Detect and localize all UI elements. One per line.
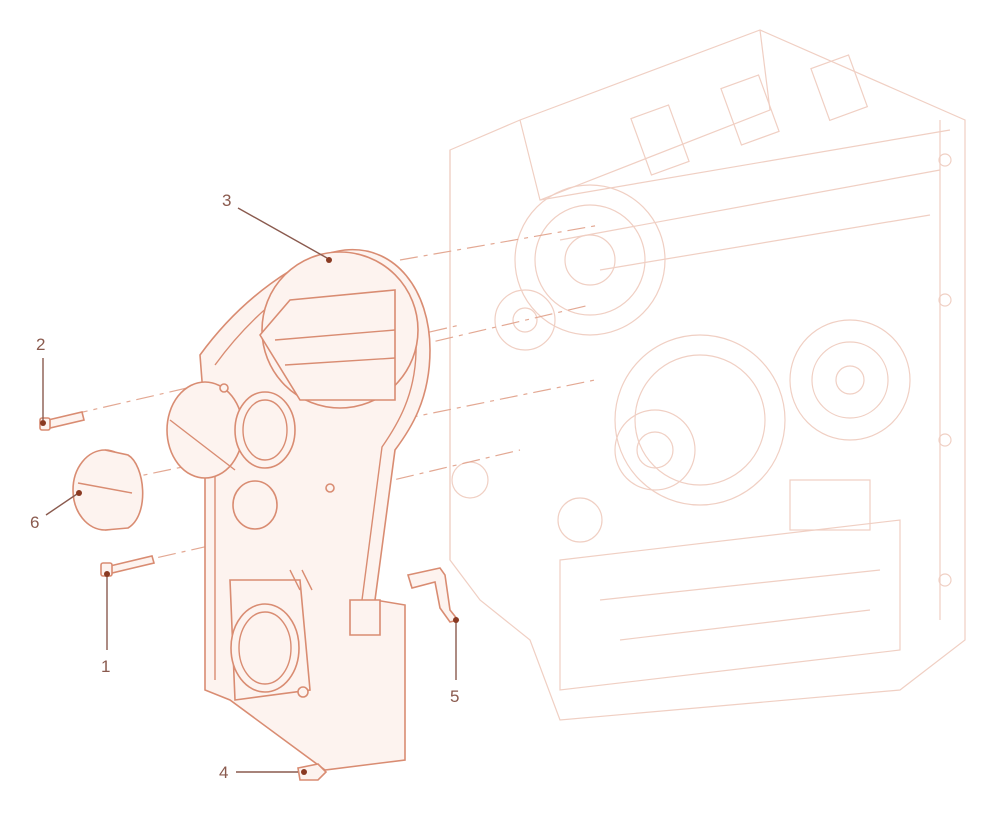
screw-short: [39, 411, 85, 431]
callout-4: 4: [219, 763, 228, 782]
callout-3: 3: [222, 191, 231, 210]
bracket: [406, 567, 460, 623]
callout-6: 6: [30, 513, 39, 532]
engine-block-ghost: [449, 29, 966, 721]
timing-cover: [166, 248, 431, 771]
callout-5: 5: [450, 687, 459, 706]
plug-cap: [72, 449, 144, 531]
callout-1: 1: [101, 657, 110, 676]
nut: [297, 763, 328, 781]
callout-2: 2: [36, 335, 45, 354]
callouts: 1 2 3 4 5 6: [30, 191, 459, 782]
